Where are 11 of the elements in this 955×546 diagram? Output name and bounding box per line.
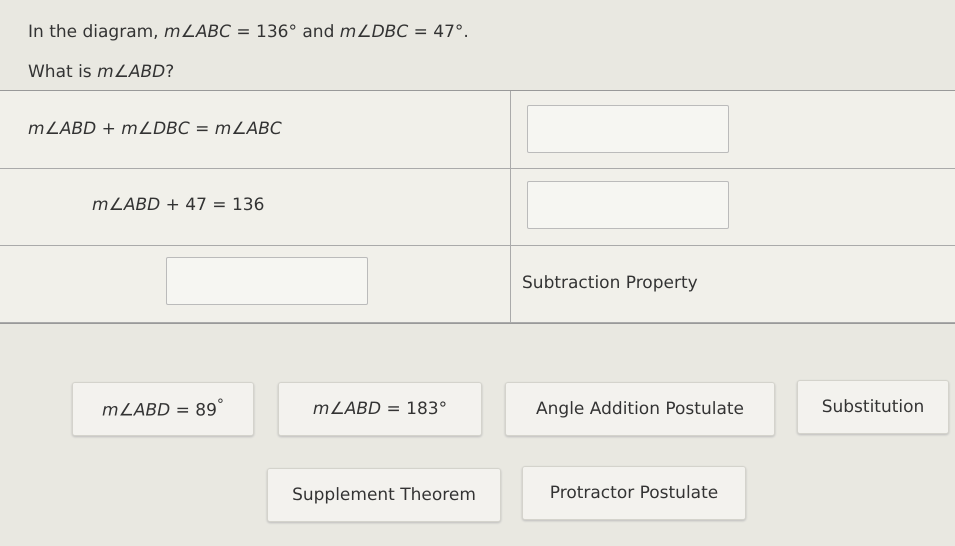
question-text: In the diagram, m∠ABC = 136° and m∠DBC = 47°. [28, 22, 469, 42]
answer-tile: Supplement Theorem [267, 468, 501, 522]
statement-text: m∠ABD + 47 = 136 [92, 195, 264, 215]
answer-tile: Protractor Postulate [522, 466, 746, 520]
reason-text: Subtraction Property [522, 273, 698, 293]
answer-tile: m∠ABD = 183° [278, 382, 482, 436]
answer-tile: Substitution [797, 380, 949, 434]
question-text: What is m∠ABD? [28, 62, 174, 82]
answer-tile: Angle Addition Postulate [505, 382, 775, 436]
statement-text: m∠ABD + m∠DBC = m∠ABC [28, 119, 282, 139]
answer-tile: m∠ABD = 89$^{°}$ [72, 382, 254, 436]
